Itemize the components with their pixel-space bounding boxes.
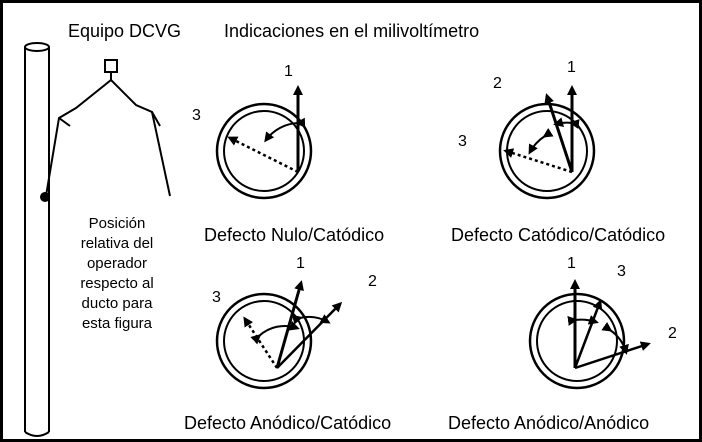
pipe (24, 42, 50, 437)
dial3-caption: Defecto Anódico/Catódico (184, 413, 392, 433)
dial3-label-1: 1 (296, 255, 305, 272)
dial2-caption: Defecto Catódico/Catódico (451, 226, 666, 244)
dial-catodico-catodico (498, 85, 596, 200)
dial3-label-2: 2 (368, 273, 377, 290)
dial4-label-3: 3 (617, 263, 626, 280)
dial-anodico-catodico (215, 280, 343, 390)
dial3-label-3: 3 (212, 289, 221, 306)
dial2-label-3: 3 (458, 133, 467, 150)
readings-title: Indicaciones en el milivoltímetro (224, 21, 480, 41)
dial4-caption: Defecto Anódico/Anódico (448, 413, 650, 433)
dial4-label-2: 2 (668, 325, 677, 342)
dcvg-probes (40, 59, 171, 202)
dial1-caption: Defecto Nulo/Catódico (204, 225, 385, 245)
dial2-label-1: 1 (567, 59, 576, 76)
dial-anodico-anodico (528, 279, 651, 390)
dial4-label-1: 1 (567, 255, 576, 272)
dial1-label-1: 1 (284, 63, 293, 80)
dial2-label-2: 2 (493, 75, 502, 92)
equipment-title: Equipo DCVG (68, 21, 182, 41)
operator-caption: Posición relativa del operador respecto … (80, 215, 154, 332)
dial-nulo-catodico (215, 85, 313, 200)
dial1-label-3: 3 (192, 107, 201, 124)
